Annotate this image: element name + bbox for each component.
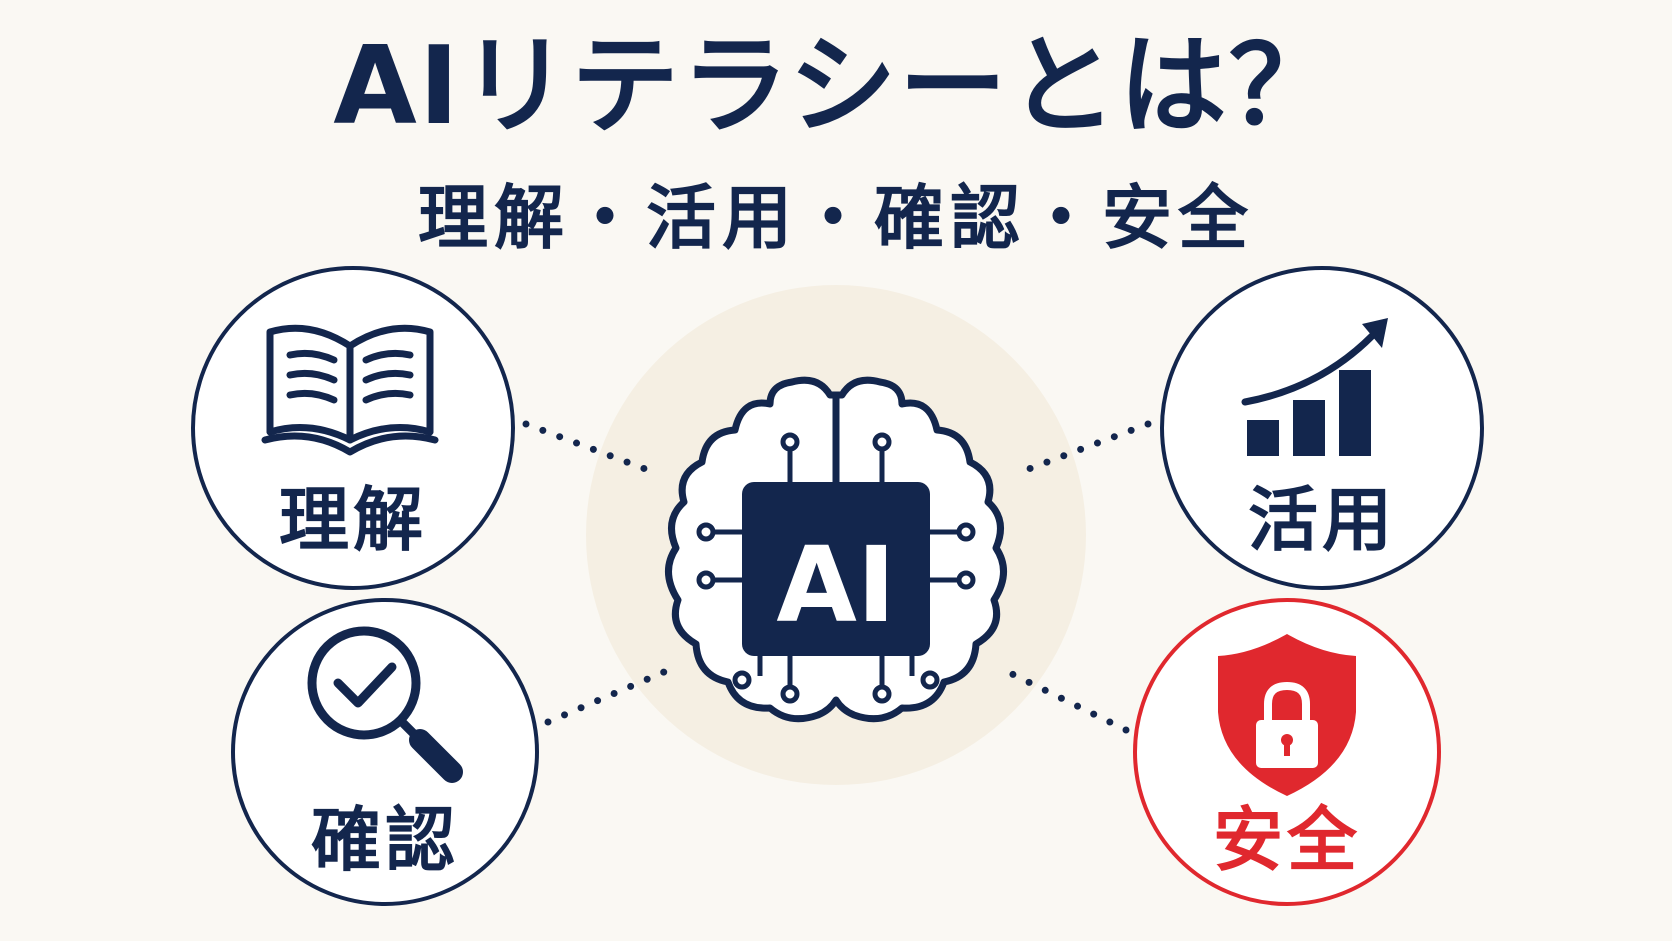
node-label-utilize: 活用 (1248, 479, 1396, 561)
connector-safety (1004, 668, 1130, 734)
growth-chart-icon (1241, 318, 1388, 456)
connector-understand (522, 420, 652, 474)
shield-lock-icon (1218, 634, 1356, 796)
ai-brain-icon: AI (665, 376, 1007, 723)
node-label-safety: 安全 (1213, 799, 1361, 881)
connectors (522, 420, 1152, 734)
connector-verify (544, 668, 668, 726)
page-title: AIリテラシーとは？ (333, 24, 1339, 149)
magnifier-check-icon (307, 626, 463, 783)
open-book-icon (261, 324, 439, 456)
node-label-understand: 理解 (279, 479, 427, 561)
connector-utilize (1022, 420, 1152, 474)
center-label: AI (776, 524, 895, 646)
node-label-verify: 確認 (311, 799, 459, 881)
page-subtitle: 理解・活用・確認・安全 (418, 177, 1254, 259)
